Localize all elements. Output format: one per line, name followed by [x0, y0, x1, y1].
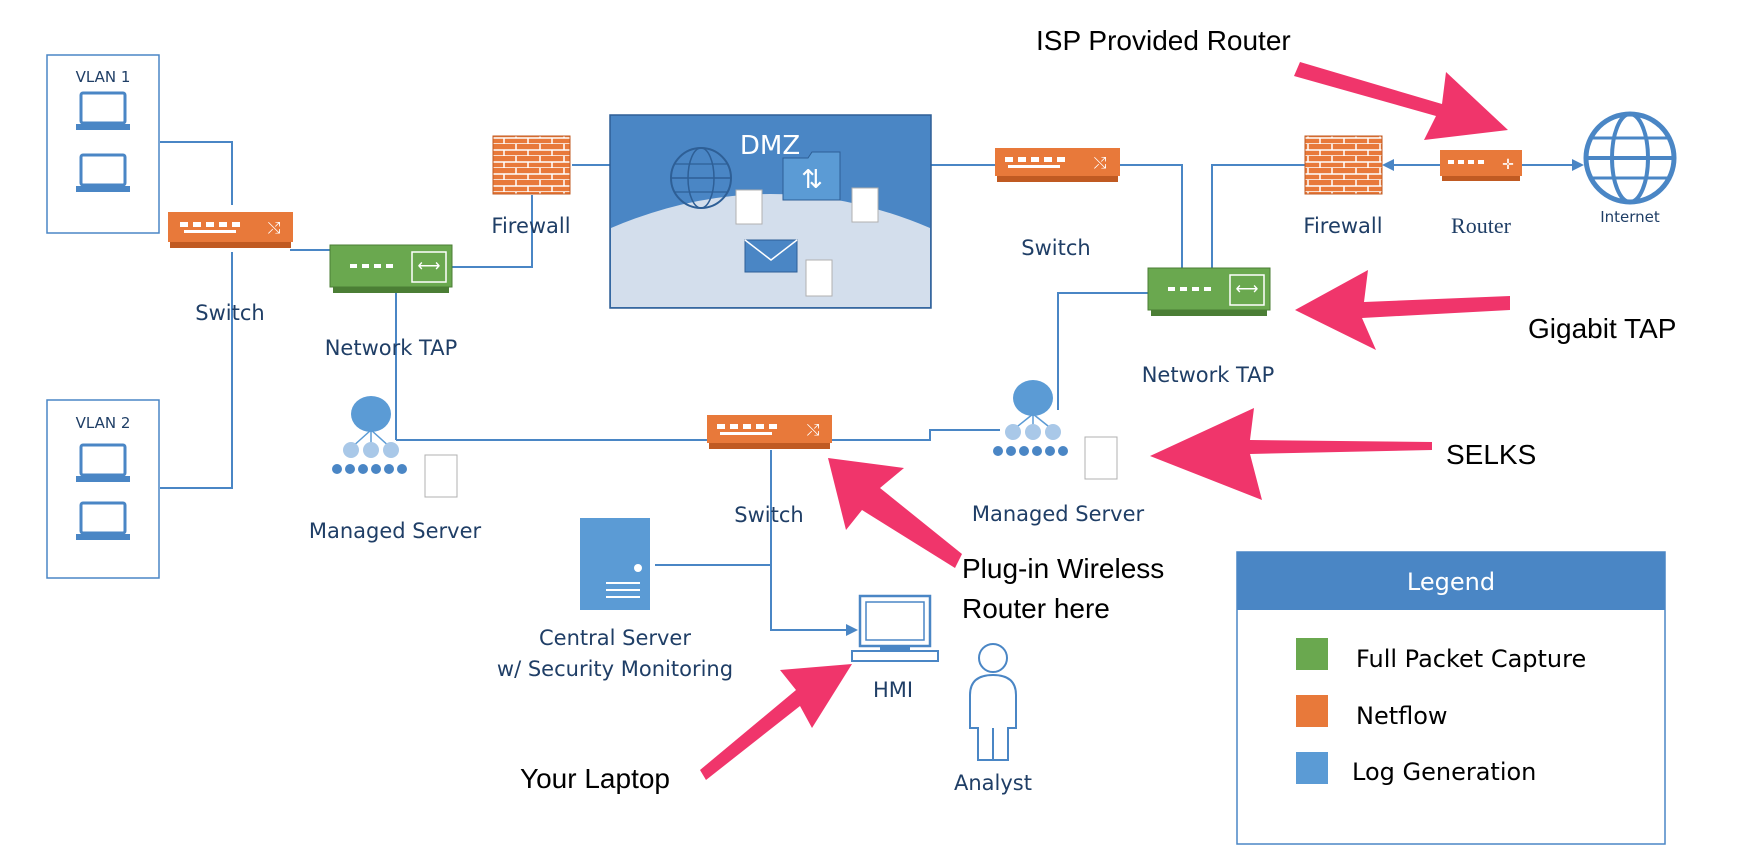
central-server-label-line1: Central Server: [539, 626, 691, 650]
crossover-icon: ⤭: [807, 422, 820, 439]
network-tap-right: ⟷ Network TAP: [1142, 267, 1275, 387]
legend-title: Legend: [1407, 568, 1495, 596]
selks-arrow: [1150, 408, 1432, 500]
analyst-label: Analyst: [954, 771, 1032, 795]
plugin-wireless-annotation-line2: Router here: [962, 593, 1110, 624]
network-tap-right-label: Network TAP: [1142, 363, 1275, 387]
annotation-arrows: [700, 62, 1510, 780]
hmi-link-arrow: [846, 624, 858, 636]
firewall-left: Firewall: [491, 135, 571, 238]
switch-center-label: Switch: [734, 503, 803, 527]
vlan1-box: VLAN 1: [46, 54, 160, 234]
svg-text:⇅: ⇅: [801, 164, 823, 194]
laptop-icon: [76, 501, 130, 540]
isp-router-arrow: [1294, 62, 1508, 140]
legend-swatch-log-generation: [1296, 752, 1328, 784]
switch-left-label: Switch: [195, 301, 264, 325]
your-laptop-annotation: Your Laptop: [520, 763, 670, 794]
router-icon: ✛: [1502, 156, 1514, 172]
vlan2-box: VLAN 2: [46, 399, 160, 579]
analyst-person-icon: Analyst: [954, 643, 1032, 795]
internet-globe-icon: Internet: [1583, 111, 1677, 226]
envelope-icon: [744, 239, 798, 273]
laptop-icon: [76, 443, 130, 482]
switch-left: ⤭ Switch: [168, 212, 293, 325]
gigabit-tap-annotation: Gigabit TAP: [1528, 313, 1676, 344]
switch-center: ⤭ Switch: [707, 415, 832, 527]
your-laptop-arrow: [700, 664, 852, 780]
bidirectional-arrow-icon: ⟷: [1236, 281, 1259, 298]
managed-server-right-label: Managed Server: [972, 502, 1145, 526]
plugin-wireless-arrow: [828, 458, 962, 568]
gigabit-tap-arrow: [1295, 270, 1510, 350]
server-doc-icon: [735, 187, 879, 297]
vlan2-label: VLAN 2: [76, 414, 131, 432]
annotation-labels: ISP Provided Router Gigabit TAP SELKS Pl…: [520, 25, 1676, 794]
firewall-left-label: Firewall: [491, 214, 570, 238]
legend: Legend Full Packet Capture Netflow Log G…: [1236, 551, 1666, 845]
globe-icon: [670, 147, 732, 209]
central-server-label-line2: w/ Security Monitoring: [497, 657, 733, 681]
firewall-right: Firewall: [1303, 135, 1383, 238]
legend-item-netflow: Netflow: [1356, 702, 1448, 730]
internet-label: Internet: [1600, 208, 1660, 226]
file-transfer-icon: ⇅: [782, 151, 841, 201]
legend-item-full-packet-capture: Full Packet Capture: [1356, 645, 1586, 673]
hmi-computer: HMI: [851, 594, 939, 702]
router-firewall-link: [1382, 159, 1440, 171]
bidirectional-arrow-icon: ⟷: [418, 258, 441, 275]
port-dots: [180, 222, 240, 233]
plugin-wireless-annotation-line1: Plug-in Wireless: [962, 553, 1164, 584]
dmz-zone: DMZ ⇅: [609, 114, 932, 309]
laptop-icon: [76, 153, 130, 192]
switch-top-right: ⤭ Switch: [995, 148, 1120, 260]
dmz-label: DMZ: [740, 131, 800, 161]
hmi-label: HMI: [873, 678, 913, 702]
firewall-right-label: Firewall: [1303, 214, 1382, 238]
legend-item-log-generation: Log Generation: [1352, 758, 1536, 786]
laptop-icon: [76, 91, 130, 130]
managed-server-right: Managed Server: [972, 380, 1145, 526]
router: ✛ Router: [1440, 150, 1522, 238]
router-label: Router: [1451, 213, 1512, 238]
isp-router-annotation: ISP Provided Router: [1036, 25, 1291, 56]
network-tap-left-label: Network TAP: [325, 336, 458, 360]
network-tap-left: ⟷ Network TAP: [325, 244, 458, 360]
managed-server-left-label: Managed Server: [309, 519, 482, 543]
connection-lines: [160, 141, 1305, 631]
managed-server-left: Managed Server: [309, 396, 482, 543]
vlan1-label: VLAN 1: [76, 68, 131, 86]
router-internet-link: [1522, 159, 1584, 171]
server-doc-icon: [424, 454, 458, 498]
legend-swatch-full-packet-capture: [1296, 638, 1328, 670]
central-server: Central Server w/ Security Monitoring: [497, 518, 733, 681]
switch-top-right-label: Switch: [1021, 236, 1090, 260]
legend-swatch-netflow: [1296, 695, 1328, 727]
selks-annotation: SELKS: [1446, 439, 1536, 470]
crossover-icon: ⤭: [1094, 155, 1107, 172]
server-doc-icon: [1084, 436, 1118, 480]
crossover-icon: ⤭: [268, 220, 281, 237]
